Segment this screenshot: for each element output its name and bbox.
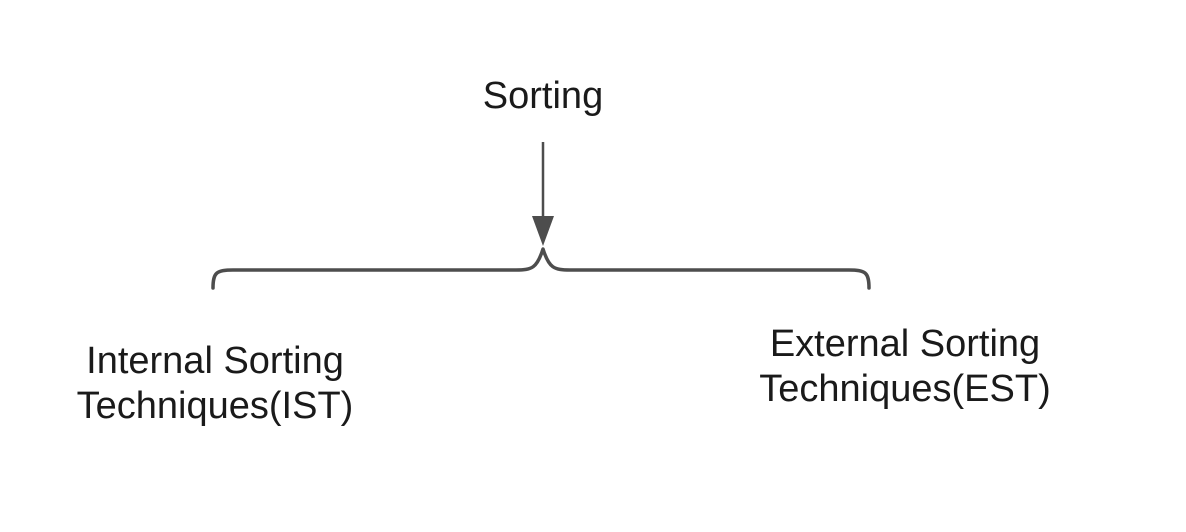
branch-node-internal-sorting: Internal Sorting Techniques(IST) (15, 339, 415, 429)
branch-label-line: Techniques(EST) (759, 368, 1051, 410)
branch-node-external-sorting: External Sorting Techniques(EST) (705, 322, 1105, 412)
branch-label-line: External Sorting (769, 323, 1041, 365)
curly-brace (211, 247, 871, 290)
branch-label-line: Internal Sorting (86, 340, 344, 382)
branch-label-line: Techniques(IST) (76, 385, 354, 427)
root-node-label: Sorting (482, 75, 604, 117)
arrow-head-icon (532, 216, 554, 246)
